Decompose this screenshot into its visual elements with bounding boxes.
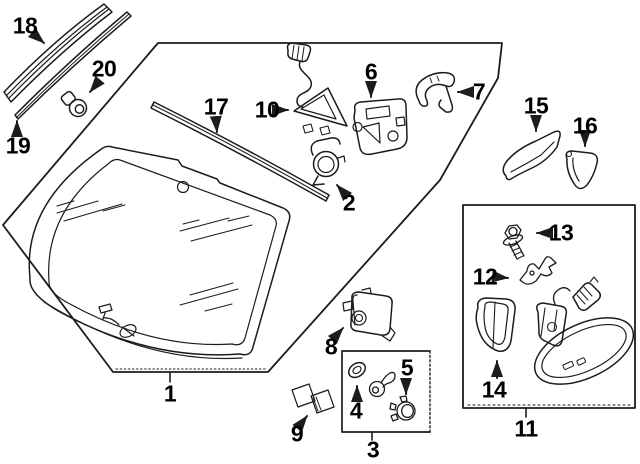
retainer-pin	[368, 371, 396, 398]
mirror-mount-hole	[176, 180, 190, 194]
callout-6: 6	[364, 58, 378, 85]
callout-14: 14	[481, 376, 507, 403]
rain-sensor-10	[286, 42, 348, 136]
mirror-cover-16	[565, 150, 599, 190]
callout-17: 17	[203, 93, 229, 120]
callout-4: 4	[349, 397, 363, 424]
windshield-glass	[28, 145, 291, 360]
mirror-connector	[572, 282, 602, 312]
rearview-mirror	[533, 276, 635, 385]
callout-18: 18	[12, 12, 38, 39]
callout-2: 2	[342, 189, 356, 216]
callout-10: 10	[254, 96, 280, 123]
callout-16: 16	[572, 112, 598, 139]
clip-7	[415, 71, 456, 113]
callout-3: 3	[366, 436, 380, 463]
windshield-wire-connector	[98, 303, 137, 338]
main-assembly-outline	[2, 42, 503, 373]
callout-5: 5	[400, 354, 414, 381]
bolt-13	[502, 224, 525, 260]
mirror-kit-box-11	[462, 204, 636, 409]
grommet-20	[60, 90, 88, 118]
callout-8: 8	[324, 333, 338, 360]
bracket-12	[519, 256, 557, 285]
grommet-5	[389, 395, 416, 422]
callout-20: 20	[91, 55, 117, 82]
camera-sensor-8	[342, 287, 396, 342]
mirror-wire	[552, 287, 571, 305]
callout-13: 13	[548, 219, 574, 246]
callout-19: 19	[5, 132, 31, 159]
glass-reflection-marks	[56, 200, 253, 312]
leader-arrows	[11, 27, 591, 441]
sticker-9	[291, 383, 335, 414]
sensor-bracket-6	[352, 98, 408, 156]
hardware-kit-box-3	[341, 350, 431, 433]
o-ring-4	[347, 361, 367, 379]
mirror-cover-14	[475, 297, 516, 353]
callout-15: 15	[523, 92, 549, 119]
molding-strip-18	[3, 3, 113, 103]
callout-1: 1	[163, 380, 177, 407]
callout-12: 12	[472, 263, 498, 290]
callout-9: 9	[290, 420, 304, 447]
molding-strip-19	[14, 11, 132, 120]
ring-sensor-2	[310, 137, 346, 186]
mirror-cover-15	[502, 130, 561, 181]
callout-7: 7	[472, 78, 486, 105]
callout-11: 11	[514, 415, 538, 442]
